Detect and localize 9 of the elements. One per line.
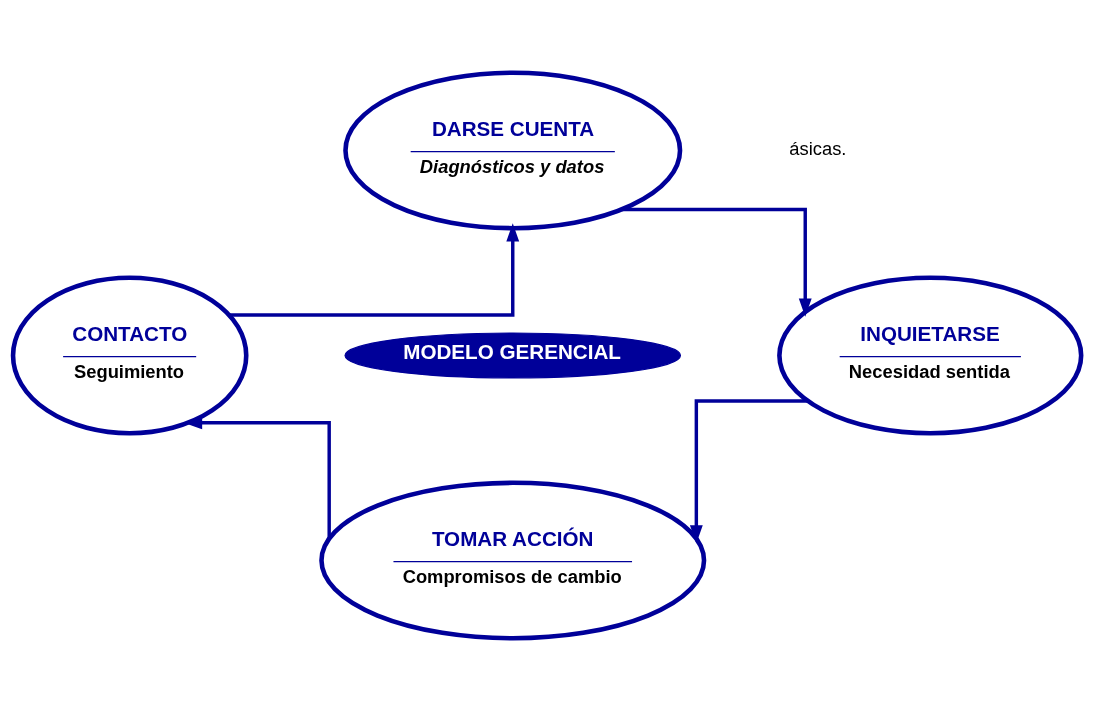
node-ellipse: TOMAR ACCIÓN Compromisos de cambio (319, 480, 707, 641)
node-ellipse: MODELO GERENCIAL (344, 332, 682, 379)
label: ásicas. (789, 137, 847, 159)
node-ellipse: DARSE CUENTA Diagnósticos y datos (343, 70, 683, 231)
node-ellipse: CONTACTO Seguimiento (10, 275, 249, 436)
arrow (622, 207, 812, 317)
arrow (689, 399, 808, 544)
node-ellipse: INQUIETARSE Necesidad sentida (777, 275, 1084, 436)
arrow (229, 223, 520, 317)
